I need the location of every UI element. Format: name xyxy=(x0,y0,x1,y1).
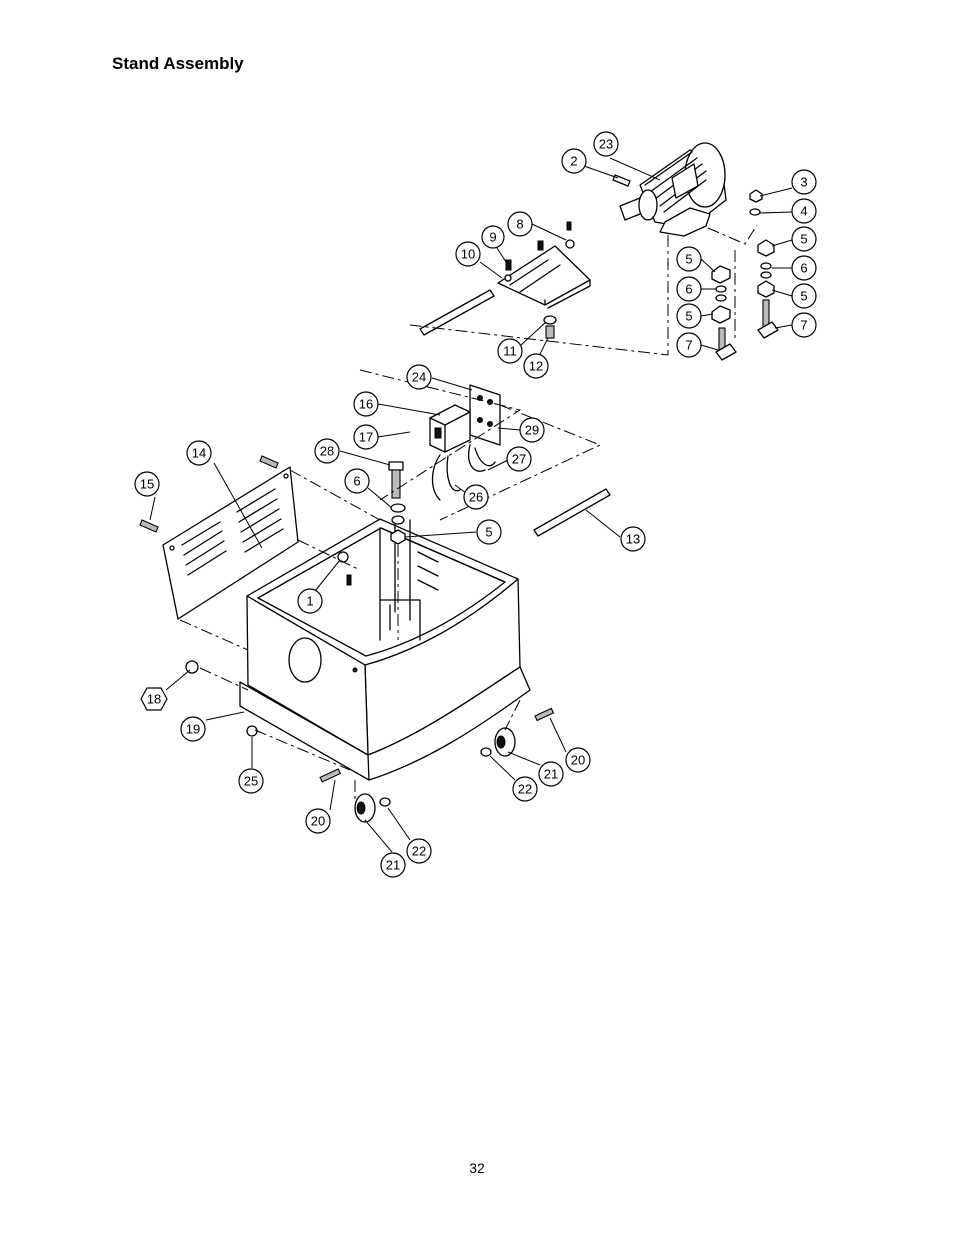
svg-text:22: 22 xyxy=(412,844,426,859)
svg-text:11: 11 xyxy=(503,344,517,359)
svg-text:20: 20 xyxy=(311,814,325,829)
callout-5: 5 xyxy=(676,303,702,329)
svg-text:5: 5 xyxy=(485,525,492,540)
callout-8: 8 xyxy=(507,211,533,237)
cabinet xyxy=(239,461,531,781)
callout-6: 6 xyxy=(791,255,817,281)
svg-text:28: 28 xyxy=(320,444,334,459)
page-title: Stand Assembly xyxy=(112,54,244,73)
svg-text:20: 20 xyxy=(571,753,585,768)
side-panel xyxy=(139,455,299,620)
casters xyxy=(185,660,555,823)
callout-19: 19 xyxy=(180,716,206,742)
callout-17: 17 xyxy=(353,424,379,450)
svg-text:26: 26 xyxy=(469,490,483,505)
callout-25: 25 xyxy=(238,768,264,794)
callout-29: 29 xyxy=(519,417,545,443)
svg-text:12: 12 xyxy=(529,359,543,374)
callout-3: 3 xyxy=(791,169,817,195)
callout-10: 10 xyxy=(455,241,481,267)
svg-text:6: 6 xyxy=(685,282,692,297)
callout-27: 27 xyxy=(506,446,532,472)
svg-text:1: 1 xyxy=(306,594,313,609)
svg-text:21: 21 xyxy=(386,858,400,873)
callout-21: 21 xyxy=(538,761,564,787)
svg-text:5: 5 xyxy=(685,309,692,324)
svg-text:25: 25 xyxy=(244,774,258,789)
callout-14: 14 xyxy=(186,440,212,466)
svg-text:4: 4 xyxy=(800,204,807,219)
callout-4: 4 xyxy=(791,198,817,224)
callout-23: 23 xyxy=(593,131,619,157)
svg-text:14: 14 xyxy=(192,446,206,461)
callouts: 1 2 3 4 5 5 5 5 5 6 6 6 7 7 8 9 10 11 12… xyxy=(134,131,817,878)
svg-text:3: 3 xyxy=(800,175,807,190)
svg-text:27: 27 xyxy=(512,452,526,467)
callout-18: 18 xyxy=(140,687,168,711)
callout-7: 7 xyxy=(676,332,702,358)
callout-20: 20 xyxy=(305,808,331,834)
svg-text:16: 16 xyxy=(359,397,373,412)
svg-text:10: 10 xyxy=(461,247,475,262)
callout-5: 5 xyxy=(476,519,502,545)
svg-text:29: 29 xyxy=(525,423,539,438)
svg-text:6: 6 xyxy=(353,474,360,489)
callout-1: 1 xyxy=(297,588,323,614)
svg-text:7: 7 xyxy=(800,318,807,333)
callout-20: 20 xyxy=(565,747,591,773)
svg-text:5: 5 xyxy=(685,252,692,267)
callout-22: 22 xyxy=(512,776,538,802)
svg-text:17: 17 xyxy=(359,430,373,445)
hardware xyxy=(543,189,779,361)
svg-text:24: 24 xyxy=(412,370,426,385)
callout-12: 12 xyxy=(523,353,549,379)
callout-5: 5 xyxy=(791,226,817,252)
svg-text:2: 2 xyxy=(570,154,577,169)
svg-text:6: 6 xyxy=(800,261,807,276)
switch-assembly xyxy=(429,384,501,501)
callout-6: 6 xyxy=(676,276,702,302)
callout-6: 6 xyxy=(344,468,370,494)
callout-13: 13 xyxy=(620,526,646,552)
leader-lines xyxy=(149,157,793,853)
callout-16: 16 xyxy=(353,391,379,417)
callout-15: 15 xyxy=(134,471,160,497)
motor xyxy=(612,142,727,237)
svg-text:22: 22 xyxy=(518,782,532,797)
callout-28: 28 xyxy=(314,438,340,464)
svg-text:13: 13 xyxy=(626,532,640,547)
svg-text:7: 7 xyxy=(685,338,692,353)
callout-26: 26 xyxy=(463,484,489,510)
page-number: 32 xyxy=(469,1160,485,1176)
svg-text:8: 8 xyxy=(516,217,523,232)
svg-text:21: 21 xyxy=(544,767,558,782)
callout-5: 5 xyxy=(676,246,702,272)
svg-text:18: 18 xyxy=(147,692,161,707)
callout-24: 24 xyxy=(406,364,432,390)
callout-9: 9 xyxy=(481,225,505,249)
svg-text:9: 9 xyxy=(489,230,496,245)
callout-21: 21 xyxy=(380,852,406,878)
rods xyxy=(419,289,611,537)
motor-plate xyxy=(497,221,591,309)
callout-7: 7 xyxy=(791,312,817,338)
callout-11: 11 xyxy=(497,338,523,364)
svg-text:15: 15 xyxy=(140,477,154,492)
svg-text:23: 23 xyxy=(599,137,613,152)
callout-5: 5 xyxy=(791,283,817,309)
callout-2: 2 xyxy=(561,148,587,174)
svg-text:5: 5 xyxy=(800,289,807,304)
callout-22: 22 xyxy=(406,838,432,864)
svg-text:5: 5 xyxy=(800,232,807,247)
svg-text:19: 19 xyxy=(186,722,200,737)
